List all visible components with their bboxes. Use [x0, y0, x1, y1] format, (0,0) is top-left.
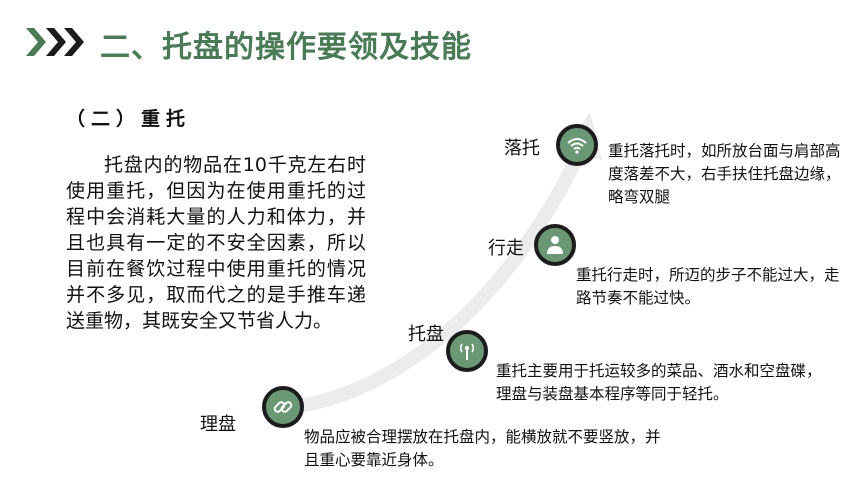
step-node-tuopan: [446, 330, 488, 372]
page-title: 二、托盘的操作要领及技能: [100, 30, 472, 65]
step-desc-luotuo: 重托落托时，如所放台面与肩部高度落差不大，右手扶住托盘边缘，略弯双腿: [608, 142, 841, 206]
wifi-icon: [567, 138, 587, 154]
header: 二、托盘的操作要领及技能: [0, 0, 860, 84]
step-desc-xingzou: 重托行走时，所迈的步子不能过大，走路节奏不能过快。: [576, 266, 840, 307]
step-desc-tuopan: 重托主要用于托运较多的菜品、酒水和空盘碟，理盘与装盘基本程序等同于轻托。: [496, 362, 822, 403]
step-label-luotuo: 落托: [504, 138, 540, 159]
person-icon: [547, 236, 563, 254]
link-icon: [273, 401, 293, 413]
step-label-lipan: 理盘: [200, 414, 236, 435]
step-desc-lipan: 物品应被合理摆放在托盘内，能横放就不要竖放，并且重心要靠近身体。: [304, 428, 661, 469]
step-node-xingzou: [534, 224, 576, 266]
chevron-arrows-icon: [26, 28, 84, 56]
broadcast-icon: [459, 343, 475, 360]
step-node-luotuo: [556, 124, 598, 166]
step-label-xingzou: 行走: [488, 238, 524, 259]
step-node-lipan: [262, 386, 304, 428]
section-subtitle: （二）重托: [66, 108, 192, 130]
section-paragraph: 托盘内的物品在10千克左右时使用重托，但因为在使用重托的过程中会消耗大量的人力和…: [66, 154, 366, 332]
step-label-tuopan: 托盘: [408, 324, 444, 345]
